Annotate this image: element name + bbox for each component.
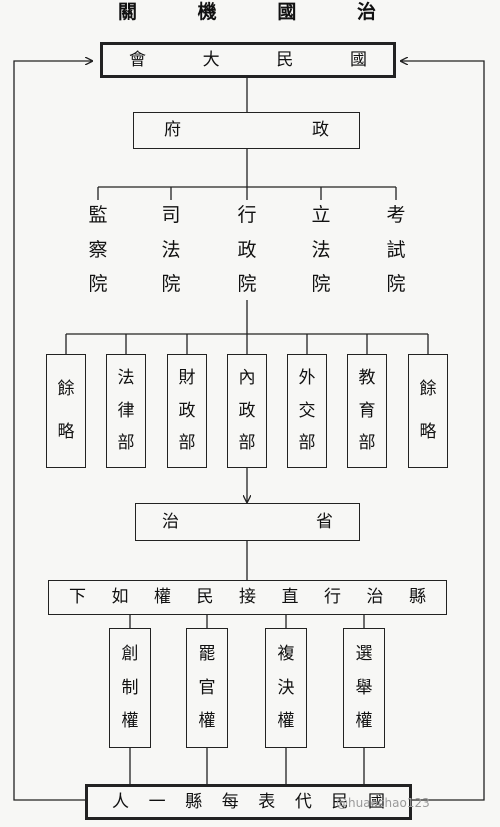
yuan-examination: 考 試 院	[386, 204, 406, 295]
yuan-control: 監 察 院	[88, 204, 108, 295]
ministry-others-left: 餘 略	[46, 354, 86, 468]
diagram-title: 關 機 國 治	[118, 1, 376, 23]
province-box: 治 省	[135, 503, 360, 541]
right-referendum: 複 決 權	[265, 628, 307, 748]
right-feedback-line	[401, 61, 485, 801]
yuan-judicial: 司 法 院	[161, 204, 181, 295]
national-assembly-box: 會 大 民 國	[100, 42, 396, 78]
ministry-finance: 財 政 部	[167, 354, 207, 468]
county-box: 下 如 權 民 接 直 行 治 縣	[48, 580, 447, 615]
watermark: @huaochao123	[336, 796, 430, 810]
left-feedback-line	[13, 61, 92, 801]
county-representatives-box: 人 一 縣 每 表 代 民 國	[85, 784, 412, 820]
ministry-others-right: 餘 略	[408, 354, 448, 468]
government-box: 府 政	[133, 112, 360, 149]
yuan-legislative: 立 法 院	[311, 204, 331, 295]
right-election: 選 舉 權	[343, 628, 385, 748]
yuan-executive: 行 政 院	[237, 204, 257, 295]
right-recall: 罷 官 權	[186, 628, 228, 748]
ministry-education: 教 育 部	[347, 354, 387, 468]
ministry-law: 法 律 部	[106, 354, 146, 468]
right-initiative: 創 制 權	[109, 628, 151, 748]
ministry-interior: 內 政 部	[227, 354, 267, 468]
ministry-foreign-affairs: 外 交 部	[287, 354, 327, 468]
